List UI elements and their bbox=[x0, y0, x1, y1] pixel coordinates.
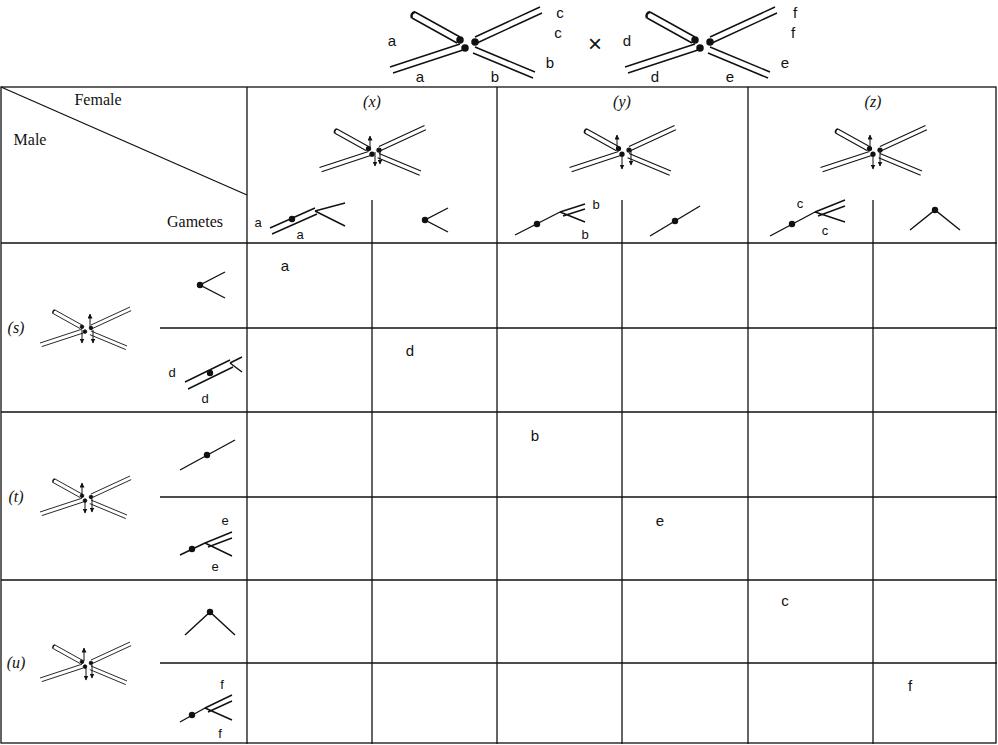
segregation-figure bbox=[320, 126, 927, 176]
label-text: b bbox=[531, 427, 539, 444]
label-text: Gametes bbox=[167, 213, 223, 231]
label-text: (z) bbox=[865, 93, 882, 111]
label-text: Male bbox=[14, 131, 47, 149]
label-text: (s) bbox=[8, 319, 25, 337]
label-text: Female bbox=[74, 91, 121, 109]
label-text: c bbox=[556, 4, 564, 21]
gamete-figure bbox=[180, 200, 960, 722]
label-text: e bbox=[211, 559, 218, 574]
label-text: a bbox=[388, 32, 396, 49]
label-text: c bbox=[797, 196, 804, 211]
translocation-figure bbox=[625, 7, 777, 78]
table-grid bbox=[1, 87, 997, 744]
label-text: c bbox=[554, 24, 562, 41]
label-text: f bbox=[793, 4, 797, 21]
label-text: b bbox=[546, 54, 554, 71]
label-text: a bbox=[296, 227, 303, 242]
label-text: b bbox=[491, 68, 499, 85]
label-text: (t) bbox=[8, 488, 23, 506]
label-text: f bbox=[791, 24, 795, 41]
label-text: e bbox=[221, 513, 228, 528]
translocation-figure bbox=[390, 7, 542, 78]
label-text: f bbox=[218, 726, 222, 741]
label-text: (y) bbox=[613, 93, 631, 111]
label-text: d bbox=[623, 32, 631, 49]
label-text: c bbox=[822, 223, 829, 238]
label-text: b bbox=[592, 197, 599, 212]
label-text: d bbox=[651, 68, 659, 85]
label-text: e bbox=[781, 54, 789, 71]
label-text: (u) bbox=[7, 654, 26, 672]
label-text: e bbox=[726, 68, 734, 85]
label-text: a bbox=[254, 215, 261, 230]
label-text: f bbox=[908, 677, 912, 694]
label-text: (x) bbox=[363, 93, 381, 111]
label-text: f bbox=[220, 677, 224, 692]
label-text: c bbox=[781, 592, 789, 609]
segregation-figure bbox=[40, 307, 131, 685]
label-text: b bbox=[581, 227, 588, 242]
label-text: d bbox=[201, 391, 208, 406]
label-text: d bbox=[406, 342, 414, 359]
label-text: e bbox=[656, 512, 664, 529]
label-text: d bbox=[168, 365, 175, 380]
label-text: × bbox=[588, 30, 602, 58]
label-text: a bbox=[281, 257, 289, 274]
label-text: a bbox=[416, 68, 424, 85]
